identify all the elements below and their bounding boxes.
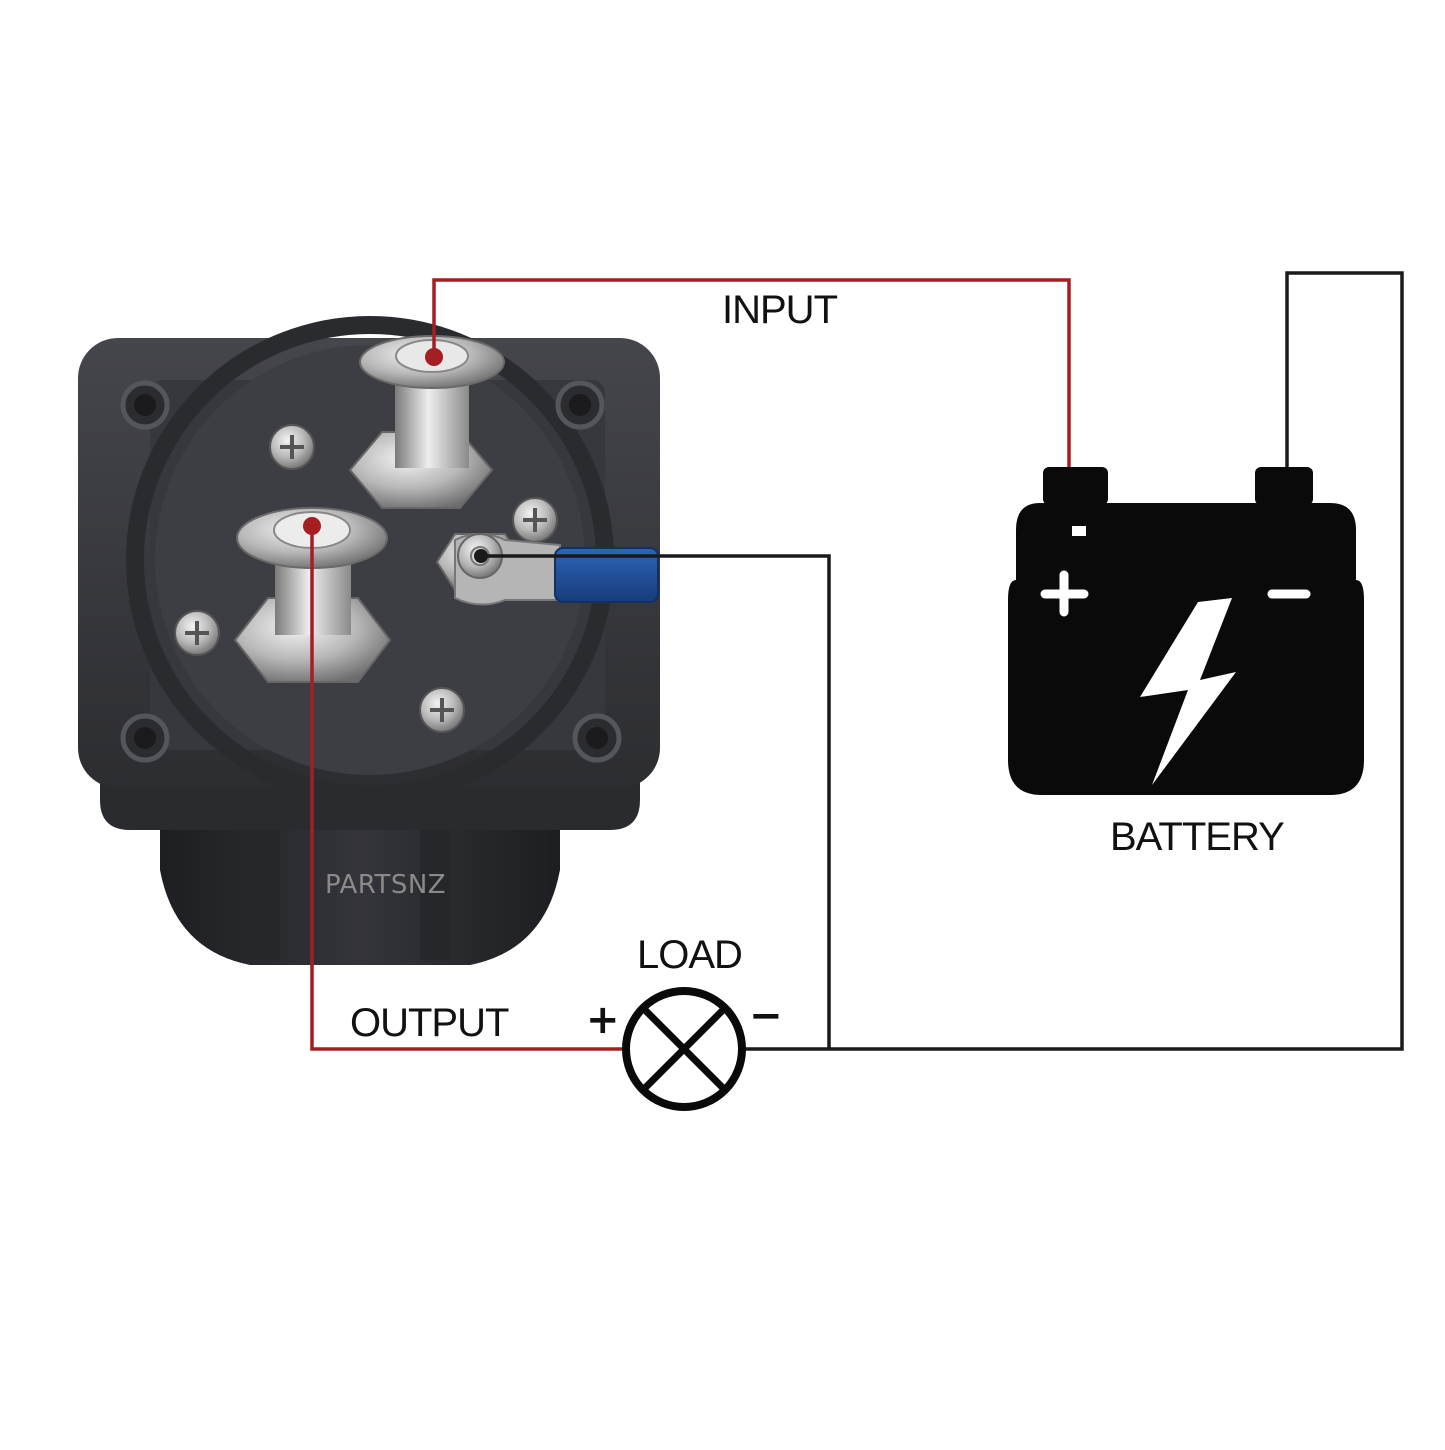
- accessory-wire: [480, 554, 831, 1049]
- ring-terminal-insulator: [554, 547, 659, 603]
- battery-positive-post: [1043, 467, 1108, 505]
- negative-wires: [480, 271, 1404, 1051]
- battery-switch: [78, 316, 660, 965]
- mounting-holes: [120, 380, 622, 763]
- watermark: PARTSNZ: [325, 870, 447, 900]
- battery-icon: [1008, 467, 1364, 795]
- wire-dots: [303, 348, 488, 563]
- load-label: LOAD: [637, 933, 743, 977]
- load-minus-sign: −: [749, 993, 783, 1039]
- input-wire: [432, 278, 1071, 492]
- battery-plus-sign: [1040, 570, 1089, 617]
- positive-wires: [310, 278, 1071, 1051]
- lamp-icon: [622, 987, 746, 1111]
- ground-wire: [740, 271, 1404, 1051]
- input-label: INPUT: [722, 288, 838, 332]
- lightning-bolt-icon: [1140, 598, 1236, 785]
- load-plus-sign: +: [586, 997, 620, 1043]
- output-wire: [310, 528, 632, 1051]
- output-label: OUTPUT: [350, 1001, 509, 1045]
- battery-label: BATTERY: [1110, 815, 1285, 859]
- screws: [174, 424, 558, 733]
- battery-negative-post: [1255, 467, 1313, 505]
